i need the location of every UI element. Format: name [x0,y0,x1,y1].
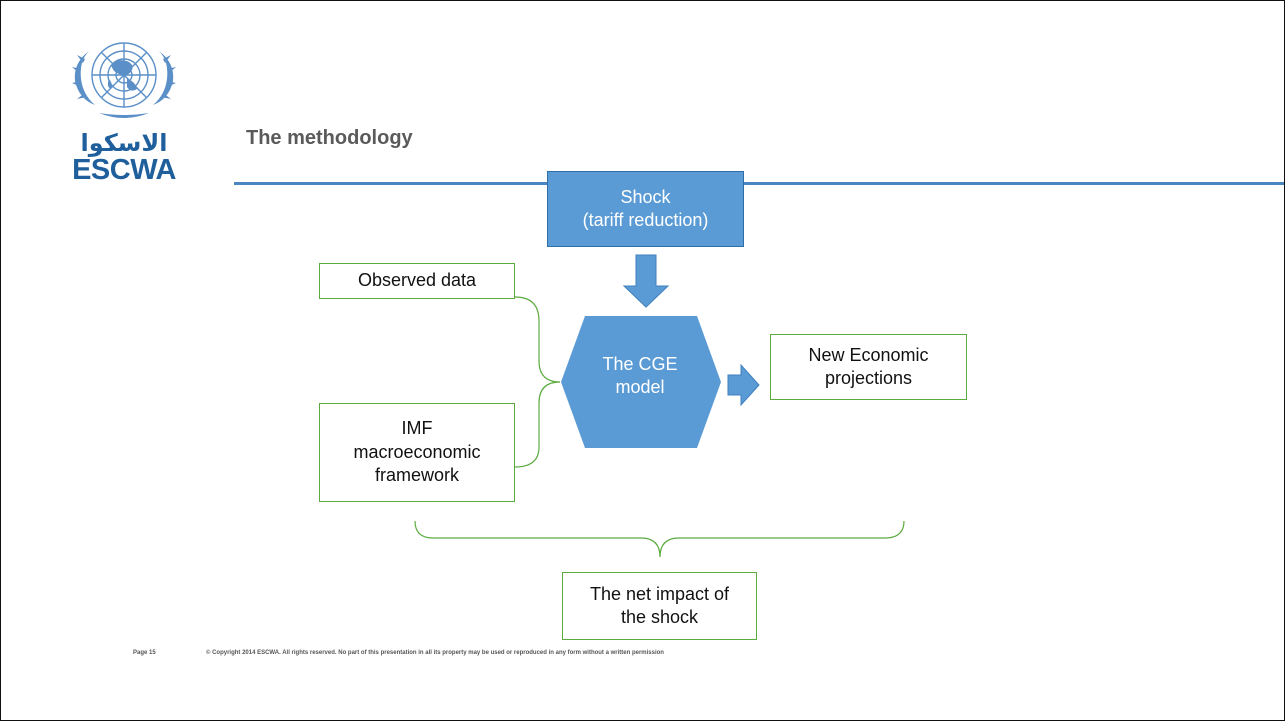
projections-label-line-2: projections [824,368,913,388]
imf-label-line-3: framework [374,465,459,486]
imf-framework-box: IMF macroeconomic framework [319,403,515,502]
projections-box: New Economic projections [770,334,967,400]
logo-english-text: ESCWA [72,154,176,186]
projections-label-line-1: New Economic [808,344,929,365]
observed-data-box: Observed data [319,263,515,299]
cge-label-line-1: The CGE [602,354,678,374]
right-arrow-icon [727,363,760,407]
shock-sublabel: (tariff reduction) [582,210,709,230]
copyright-notice: © Copyright 2014 ESCWA. All rights reser… [206,650,664,656]
net-impact-label-line-2: the shock [620,607,699,627]
cge-label-line-2: model [615,377,665,398]
bottom-brace [414,520,905,558]
title-divider [234,182,1284,185]
page-number: Page 15 [133,650,156,656]
logo-arabic-text: الاسكوا [80,129,168,157]
escwa-logo: الاسكوا ESCWA [59,31,189,201]
net-impact-box: The net impact of the shock [562,572,757,640]
imf-label-line-2: macroeconomic [353,441,481,462]
down-arrow-icon [622,254,670,308]
un-emblem-icon [72,42,176,118]
cge-hexagon [561,316,721,448]
slide-title: The methodology [246,127,413,149]
net-impact-label-line-1: The net impact of [589,583,730,604]
observed-data-label: Observed data [357,270,477,291]
cge-model-label: The CGE model [559,353,721,400]
input-bracket [514,296,561,468]
shock-label: Shock [620,186,671,207]
imf-label-line-1: IMF [401,418,433,439]
shock-box: Shock (tariff reduction) [547,171,744,247]
